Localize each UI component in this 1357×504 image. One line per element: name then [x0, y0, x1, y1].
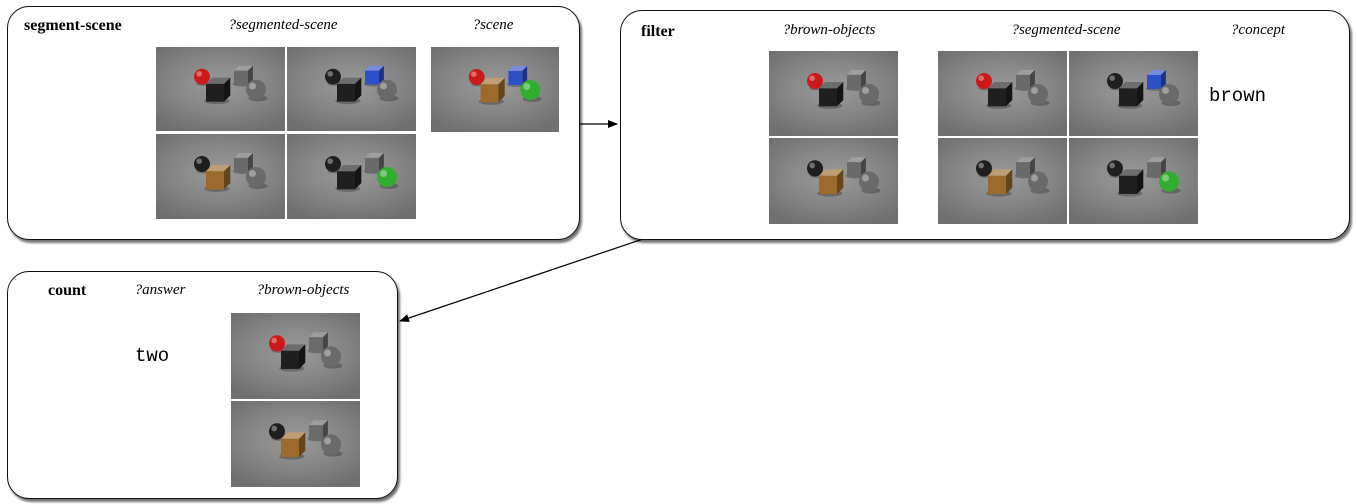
- black-cube-icon: [335, 77, 362, 105]
- black-cube-icon: [335, 165, 362, 192]
- gray-sphere-icon: [377, 79, 399, 102]
- gray-cube-icon: [307, 420, 328, 442]
- answer-value: two: [135, 345, 170, 367]
- blue-cube-icon: [507, 66, 528, 87]
- scene-variable: ?scene: [472, 17, 514, 33]
- brown-cube-icon: [279, 432, 306, 460]
- filter-segment-green-image: [1069, 138, 1198, 224]
- gray-sphere-icon: [1028, 171, 1050, 194]
- filter-brown-objects-red-image: [769, 51, 898, 136]
- gray-cube-icon: [232, 153, 253, 174]
- brown-cube-icon: [204, 165, 231, 192]
- arrow-filter-to-count: [399, 238, 644, 322]
- gray-sphere-icon: [1159, 84, 1181, 106]
- blue-cube-icon: [363, 65, 384, 87]
- gray-sphere-icon: [246, 167, 268, 189]
- brown-objects-variable: ?brown-objects: [782, 22, 876, 38]
- segment-red-sphere-image: [156, 47, 285, 131]
- segment-blue-cube-image: [287, 47, 416, 131]
- operation-label: filter: [641, 23, 675, 40]
- gray-cube-icon: [307, 332, 328, 354]
- gray-sphere-icon: [321, 434, 343, 457]
- gray-sphere-icon: [859, 171, 881, 194]
- black-cube-icon: [986, 82, 1013, 109]
- green-sphere-icon: [377, 167, 399, 189]
- count-brown-objects-brown-image: [231, 401, 360, 487]
- filter-segment-blue-image: [1069, 51, 1198, 136]
- gray-cube-icon: [363, 153, 384, 174]
- gray-sphere-icon: [321, 346, 343, 369]
- filter-brown-objects-brown-image: [769, 138, 898, 224]
- brown-cube-icon: [817, 169, 844, 197]
- brown-objects-variable: ?brown-objects: [256, 282, 350, 298]
- gray-cube-icon: [1145, 157, 1166, 179]
- operation-label: count: [48, 282, 87, 299]
- segmented-scene-variable: ?segmented-scene: [1011, 22, 1121, 38]
- black-cube-icon: [1117, 82, 1144, 109]
- operation-label: segment-scene: [24, 17, 122, 34]
- gray-sphere-icon: [1028, 84, 1050, 106]
- segment-green-sphere-image: [287, 134, 416, 219]
- black-cube-icon: [204, 77, 231, 105]
- filter-segment-red-image: [938, 51, 1067, 136]
- segmented-scene-variable: ?segmented-scene: [228, 17, 338, 33]
- brown-cube-icon: [986, 169, 1013, 197]
- red-sphere-icon: [269, 335, 287, 353]
- count-brown-objects-red-image: [231, 313, 360, 399]
- brown-cube-icon: [478, 78, 505, 105]
- black-cube-icon: [817, 82, 844, 109]
- gray-cube-icon: [845, 70, 866, 91]
- concept-value: brown: [1209, 85, 1267, 107]
- gray-sphere-icon: [859, 84, 881, 106]
- full-scene-image: [431, 47, 559, 132]
- filter-segment-brown-image: [938, 138, 1067, 224]
- black-cube-icon: [1117, 169, 1144, 197]
- gray-sphere-icon: [246, 79, 268, 102]
- answer-variable: ?answer: [134, 282, 186, 298]
- segment-brown-cube-image: [156, 134, 285, 219]
- green-sphere-icon: [520, 80, 542, 102]
- black-cube-icon: [279, 344, 306, 372]
- blue-cube-icon: [1145, 70, 1166, 91]
- gray-cube-icon: [1014, 157, 1035, 179]
- green-sphere-icon: [1159, 171, 1181, 194]
- concept-variable: ?concept: [1230, 22, 1286, 38]
